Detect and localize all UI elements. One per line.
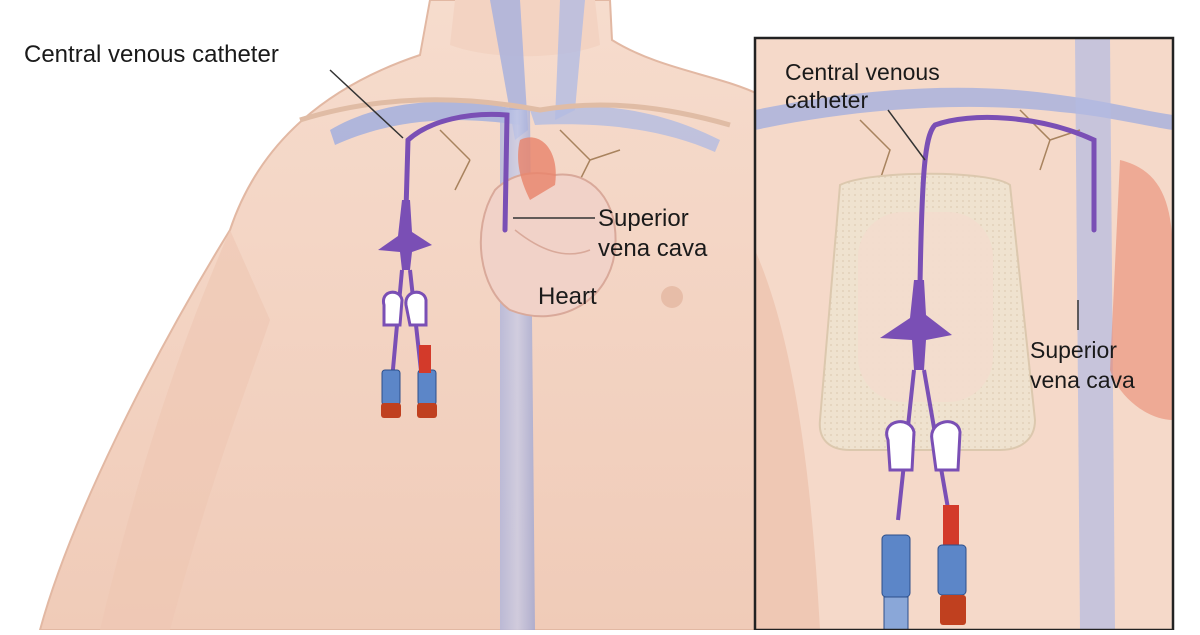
inset-clamp-left [885,420,916,472]
heart [479,137,617,318]
nipple [661,286,683,308]
subclavian-vein [330,101,520,145]
catheter-tube [403,111,510,233]
inset-cap-right [940,595,966,625]
clamp-right [404,290,428,327]
inset-red-segment [943,505,959,550]
inset-vein [755,87,1173,130]
label-inset-catheter-1: Central venous [785,59,940,85]
leader-catheter [329,69,404,139]
label-main-svc-1: Superior [598,205,689,232]
label-inset-svc-2: vena cava [1030,367,1135,393]
main-figure [38,0,761,631]
inset-svc [1075,38,1115,630]
inset-hub-right [937,544,967,596]
cap-right [417,403,437,418]
inset-clamp-right [930,420,962,472]
inset-heart [1110,160,1173,420]
inset-cap-left [883,596,909,630]
nerve-lines [439,129,621,191]
hub-right [417,369,437,406]
inset-shoulder [755,250,820,630]
label-main-heart: Heart [538,283,597,310]
label-inset-svc-1: Superior [1030,337,1117,363]
clavicle-outline [299,97,731,128]
jugular-vein-right [555,0,585,120]
subclavian-vein-right [530,106,720,152]
cap-left [381,403,401,418]
clamp-left [382,290,404,327]
inset-catheter-hub [880,280,952,370]
label-inset-catheter-2: catheter [785,87,868,113]
arm-shading [100,230,270,630]
inset [755,38,1173,630]
label-main-catheter: Central venous catheter [24,41,279,68]
hub-left [381,369,401,406]
inset-catheter-tube [917,114,1097,288]
red-segment [419,345,431,373]
inset-hub-left [881,534,911,598]
catheter-hub [378,200,432,270]
inset-leader-catheter [887,109,926,161]
label-main-svc-2: vena cava [598,235,708,262]
